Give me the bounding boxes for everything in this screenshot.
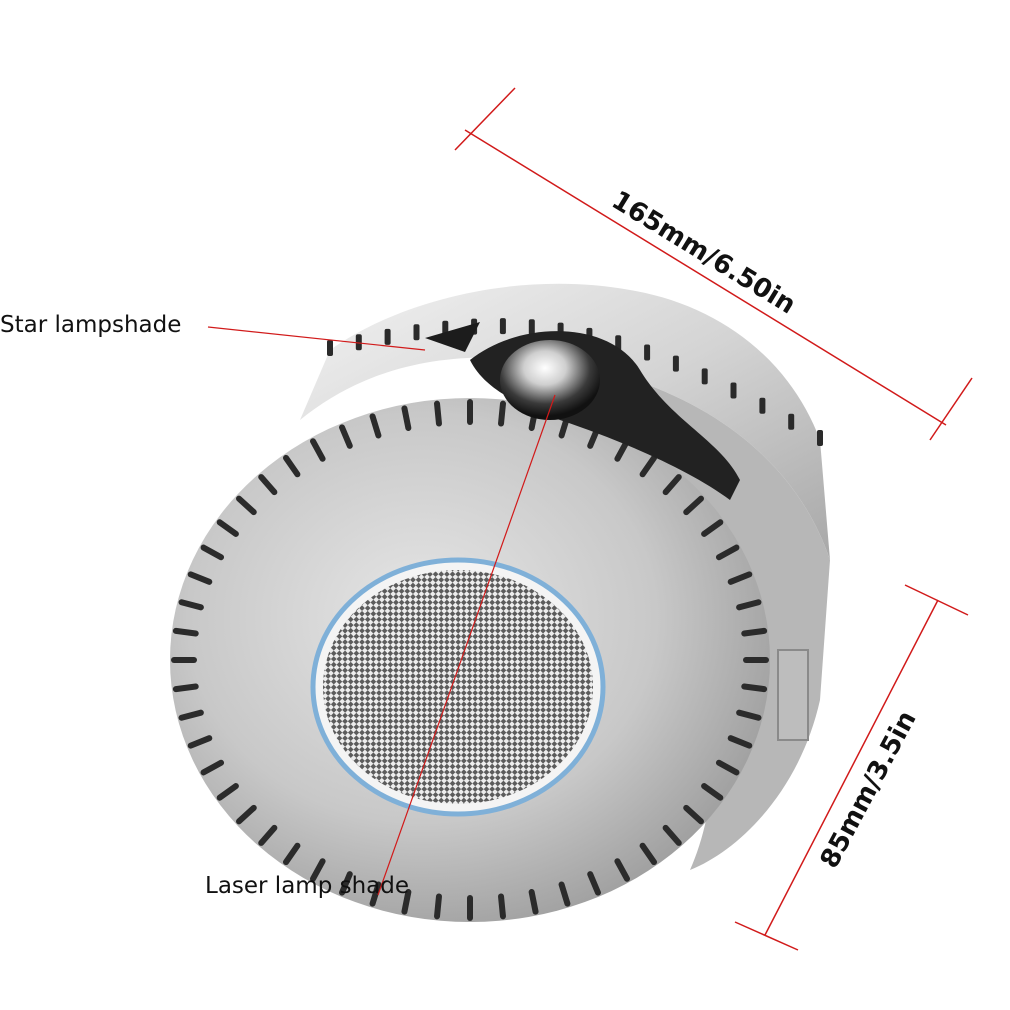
vent-slot — [258, 474, 278, 496]
arrow-marker-icon — [425, 322, 480, 352]
vent-slot — [727, 571, 753, 585]
vent-slot — [736, 709, 762, 721]
vent-slot — [187, 571, 213, 585]
vent-slot — [172, 683, 199, 693]
rim-notch — [730, 382, 737, 399]
vent-slot — [683, 804, 704, 825]
rim-notch — [355, 334, 362, 351]
rim-notch — [528, 319, 535, 336]
mesh-grille — [323, 570, 593, 804]
device-top-shell — [300, 283, 830, 560]
edge-vent-slots — [171, 399, 769, 921]
star-lens-icon — [500, 340, 600, 420]
vent-slot — [282, 842, 301, 866]
laser-lamp-shade-callout-line — [377, 394, 556, 896]
vent-slot — [715, 544, 740, 561]
vent-slot — [200, 759, 225, 776]
vent-slot — [258, 824, 278, 846]
vent-slot — [736, 599, 762, 611]
vent-slot — [614, 858, 631, 882]
width-dimension — [454, 87, 973, 441]
vent-slot — [434, 400, 442, 427]
side-bracket — [777, 649, 809, 741]
vent-slot — [216, 783, 239, 801]
vent-slot — [236, 804, 257, 825]
vent-slot — [587, 871, 601, 896]
vent-slot — [467, 399, 473, 425]
vent-slot — [727, 735, 753, 749]
vent-slot — [467, 895, 473, 921]
rim-notch — [672, 355, 679, 372]
rim-notch — [499, 318, 506, 335]
vent-slot — [639, 842, 658, 866]
vent-slot — [498, 893, 506, 920]
vent-slot — [662, 474, 682, 496]
vent-slot — [434, 893, 442, 920]
vent-slot — [309, 438, 326, 462]
vent-slot — [200, 544, 225, 561]
vent-slot — [701, 519, 724, 537]
vent-slot — [743, 657, 769, 663]
rim-notch — [327, 340, 333, 356]
vent-slot — [339, 871, 353, 896]
vent-slot — [715, 759, 740, 776]
vent-slot — [741, 627, 768, 637]
vent-slot — [216, 519, 239, 537]
vent-slot — [701, 783, 724, 801]
vent-slot — [369, 413, 382, 439]
rim-notch — [413, 324, 420, 341]
rim-notch — [817, 430, 823, 446]
star-lampshade-label: Star lampshade — [0, 312, 181, 338]
vent-slot — [178, 599, 204, 611]
vent-slot — [741, 683, 768, 693]
laser-lamp-shade-label: Laser lamp shade — [205, 873, 409, 899]
star-lampshade-callout-line — [207, 326, 426, 351]
vent-slot — [683, 495, 704, 516]
vent-slot — [401, 405, 412, 432]
vent-slot — [187, 735, 213, 749]
vent-slot — [339, 424, 353, 449]
vent-slot — [171, 657, 197, 663]
rim-notch — [701, 368, 708, 385]
vent-slot — [178, 709, 204, 721]
vent-slot — [369, 881, 382, 907]
vent-slot — [498, 400, 506, 427]
rim-notch — [759, 397, 766, 414]
rim-notch — [644, 344, 651, 361]
vent-slot — [282, 454, 301, 478]
height-dimension-text: 85mm/3.5in — [815, 706, 923, 873]
vent-slot — [639, 454, 658, 478]
top-vent-notches — [327, 318, 823, 446]
vent-slot — [309, 858, 326, 882]
vent-slot — [662, 824, 682, 846]
vent-slot — [528, 888, 539, 915]
vent-slot — [401, 888, 412, 915]
vent-slot — [236, 495, 257, 516]
vent-slot — [558, 881, 571, 907]
rim-notch — [788, 413, 795, 430]
vent-slot — [172, 627, 199, 637]
rim-notch — [384, 328, 391, 345]
height-dimension — [734, 584, 969, 951]
